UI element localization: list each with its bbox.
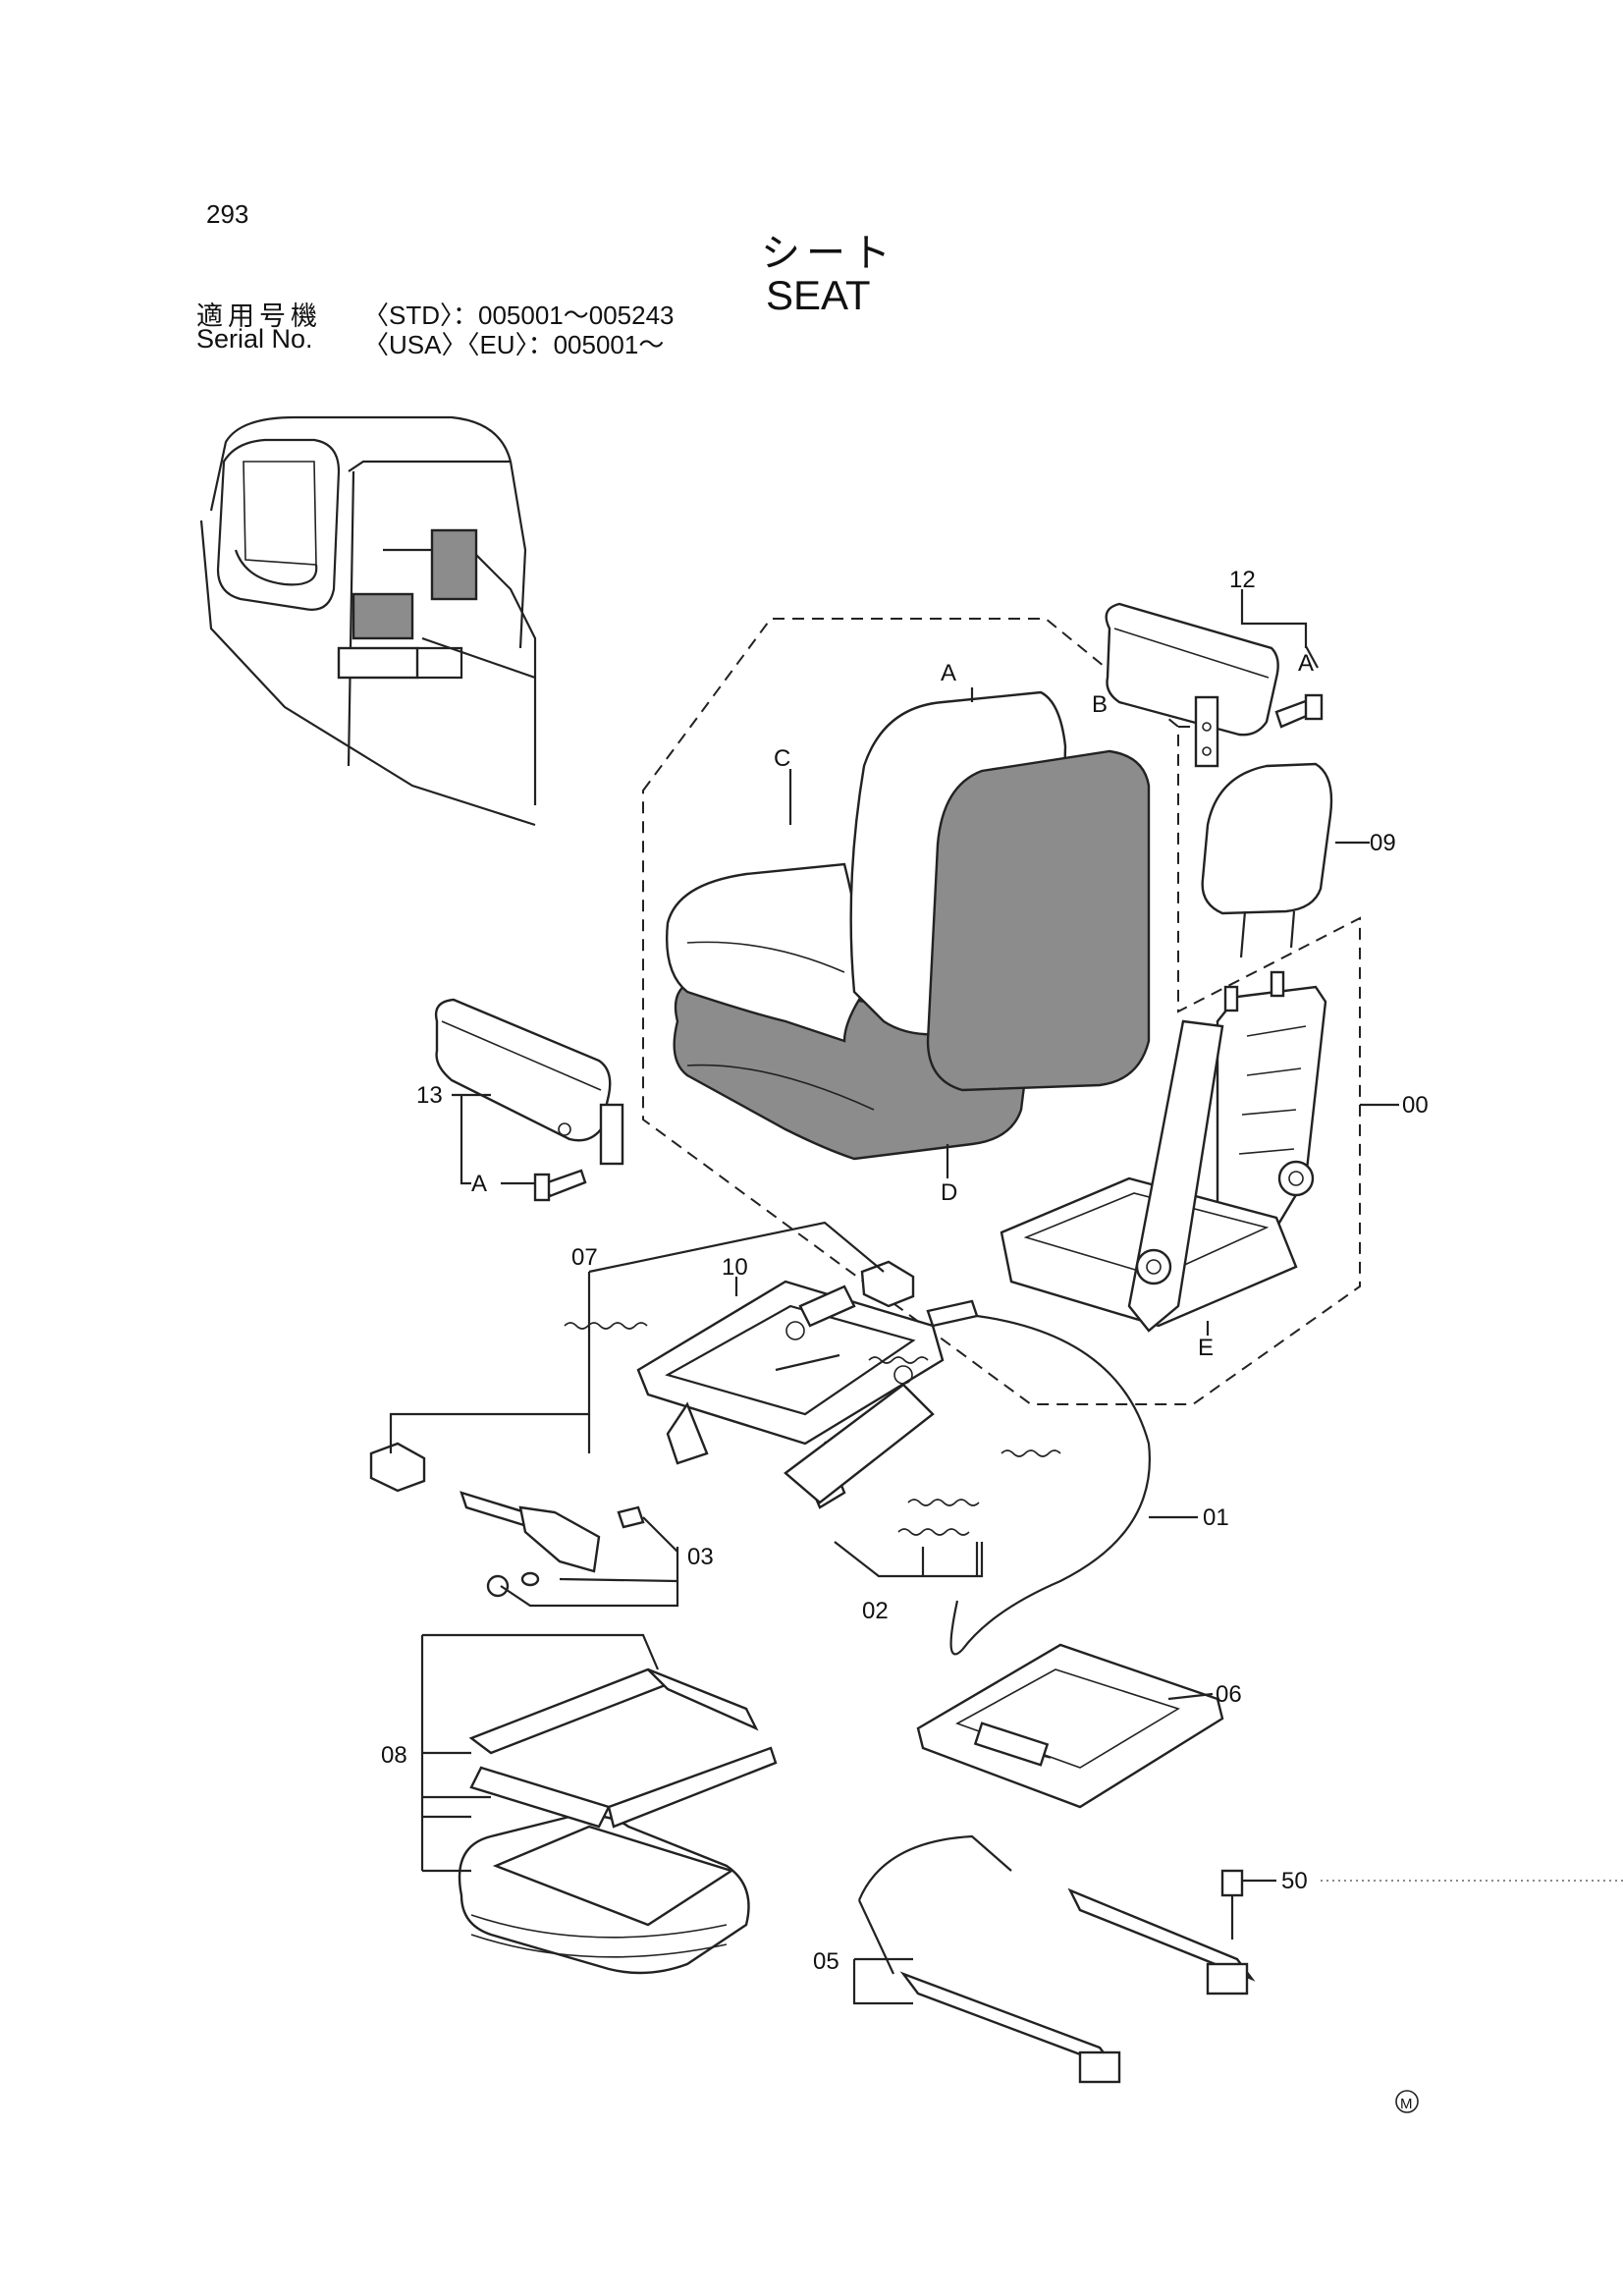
callout-00: 00 <box>1402 1092 1429 1119</box>
callout-09: 09 <box>1370 830 1396 856</box>
lever-knob <box>369 1260 915 1493</box>
callout-b: B <box>1092 691 1108 718</box>
callout-10: 10 <box>722 1254 748 1281</box>
serial-range-std: 〈STD〉：005001～005243 <box>363 301 675 330</box>
slide-plate <box>916 1643 1224 1809</box>
callout-12: 12 <box>1229 567 1256 593</box>
cab-overview-illustration <box>199 415 537 827</box>
serial-label: Serial No. <box>196 324 313 354</box>
headrest <box>1201 762 1333 958</box>
page-number: 293 <box>206 199 249 229</box>
callout-e: E <box>1198 1335 1214 1361</box>
callout-08: 08 <box>381 1742 407 1769</box>
callout-13: 13 <box>416 1082 443 1109</box>
footer-mark-circle <box>1395 2090 1419 2113</box>
serial-range-usa-eu: 〈USA〉〈EU〉：005001～ <box>363 330 665 359</box>
page-title: SEAT <box>766 272 871 318</box>
callout-06: 06 <box>1216 1681 1242 1708</box>
callout-50: 50 <box>1281 1868 1308 1894</box>
armrest-left <box>434 998 624 1202</box>
seat-frame <box>1000 970 1327 1333</box>
bolt-and-bracket-set <box>460 1491 645 1598</box>
callout-07: 07 <box>571 1244 598 1271</box>
page-title-japanese: シート <box>761 232 896 275</box>
callout-05: 05 <box>813 1948 839 1975</box>
callout-c: C <box>774 745 790 772</box>
armrest-right <box>1105 602 1324 768</box>
tension-springs <box>564 1322 1061 1536</box>
footer-mark: M <box>1400 2096 1413 2112</box>
callout-d: D <box>941 1179 957 1206</box>
slide-rails <box>857 1834 1256 2084</box>
bellows-and-brackets <box>458 1667 778 1975</box>
callout-03: 03 <box>687 1544 714 1570</box>
callout-a-left: A <box>471 1171 487 1197</box>
serial-label-japanese: 適用号機 <box>196 301 322 331</box>
callout-02: 02 <box>862 1598 889 1624</box>
callout-01: 01 <box>1203 1504 1229 1531</box>
suspension-frame <box>636 1280 945 1509</box>
release-cable <box>926 1299 1151 1656</box>
callout-a-armrest: A <box>1298 650 1314 677</box>
callout-a-backrest: A <box>941 660 956 686</box>
leader-lines <box>389 589 1623 2005</box>
seat-cushion-assembly <box>666 690 1151 1161</box>
